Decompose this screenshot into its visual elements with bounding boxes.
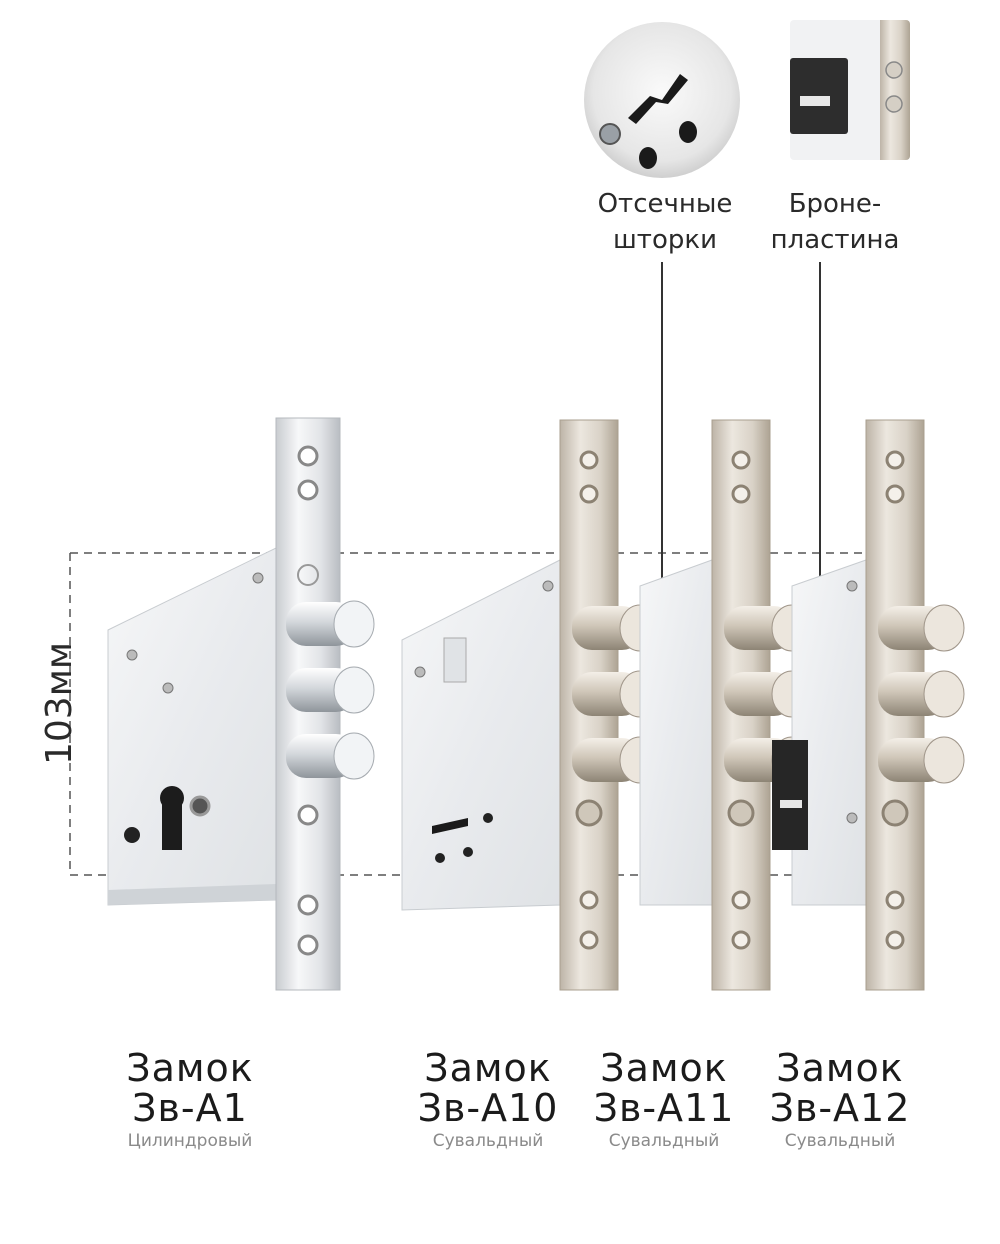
lock-type: Сувальдный <box>784 1131 896 1151</box>
armor-plate-callout-line1: Броне- <box>788 189 882 219</box>
shutters-closeup-thumbnail <box>584 22 740 178</box>
lock-type: Цилиндровый <box>127 1131 253 1151</box>
lock-title-line1: Замок <box>600 1046 728 1090</box>
lock-type: Сувальдный <box>432 1131 544 1151</box>
armor-plate-closeup-thumbnail <box>790 20 910 160</box>
lock-title-line1: Замок <box>126 1046 254 1090</box>
lock-zv-a1-image <box>107 417 375 991</box>
armor-plate-callout: Броне- пластина <box>755 186 915 258</box>
lock-title-line2: Зв-А1 <box>132 1086 248 1130</box>
lock-label-zv-a10: Замок Зв-А10 Сувальдный <box>398 1048 578 1152</box>
lock-zv-a12-image <box>772 419 965 991</box>
lock-title-line1: Замок <box>424 1046 552 1090</box>
armor-plate-callout-line2: пластина <box>770 225 900 255</box>
shutters-callout-line1: Отсечные <box>597 189 733 219</box>
lock-title-line2: Зв-А11 <box>593 1086 735 1130</box>
shutters-callout: Отсечные шторки <box>580 186 750 258</box>
shutters-callout-line2: шторки <box>613 225 717 255</box>
lock-title-line2: Зв-А10 <box>417 1086 559 1130</box>
lock-type: Сувальдный <box>608 1131 720 1151</box>
lock-label-zv-a1: Замок Зв-А1 Цилиндровый <box>95 1048 285 1152</box>
dimension-label: 103мм <box>39 641 80 765</box>
lock-title-line1: Замок <box>776 1046 904 1090</box>
lock-label-zv-a11: Замок Зв-А11 Сувальдный <box>574 1048 754 1152</box>
lock-zv-a10-image <box>401 419 661 991</box>
lock-zv-a11-image <box>639 419 813 991</box>
lock-label-zv-a12: Замок Зв-А12 Сувальдный <box>750 1048 930 1152</box>
lock-title-line2: Зв-А12 <box>769 1086 911 1130</box>
